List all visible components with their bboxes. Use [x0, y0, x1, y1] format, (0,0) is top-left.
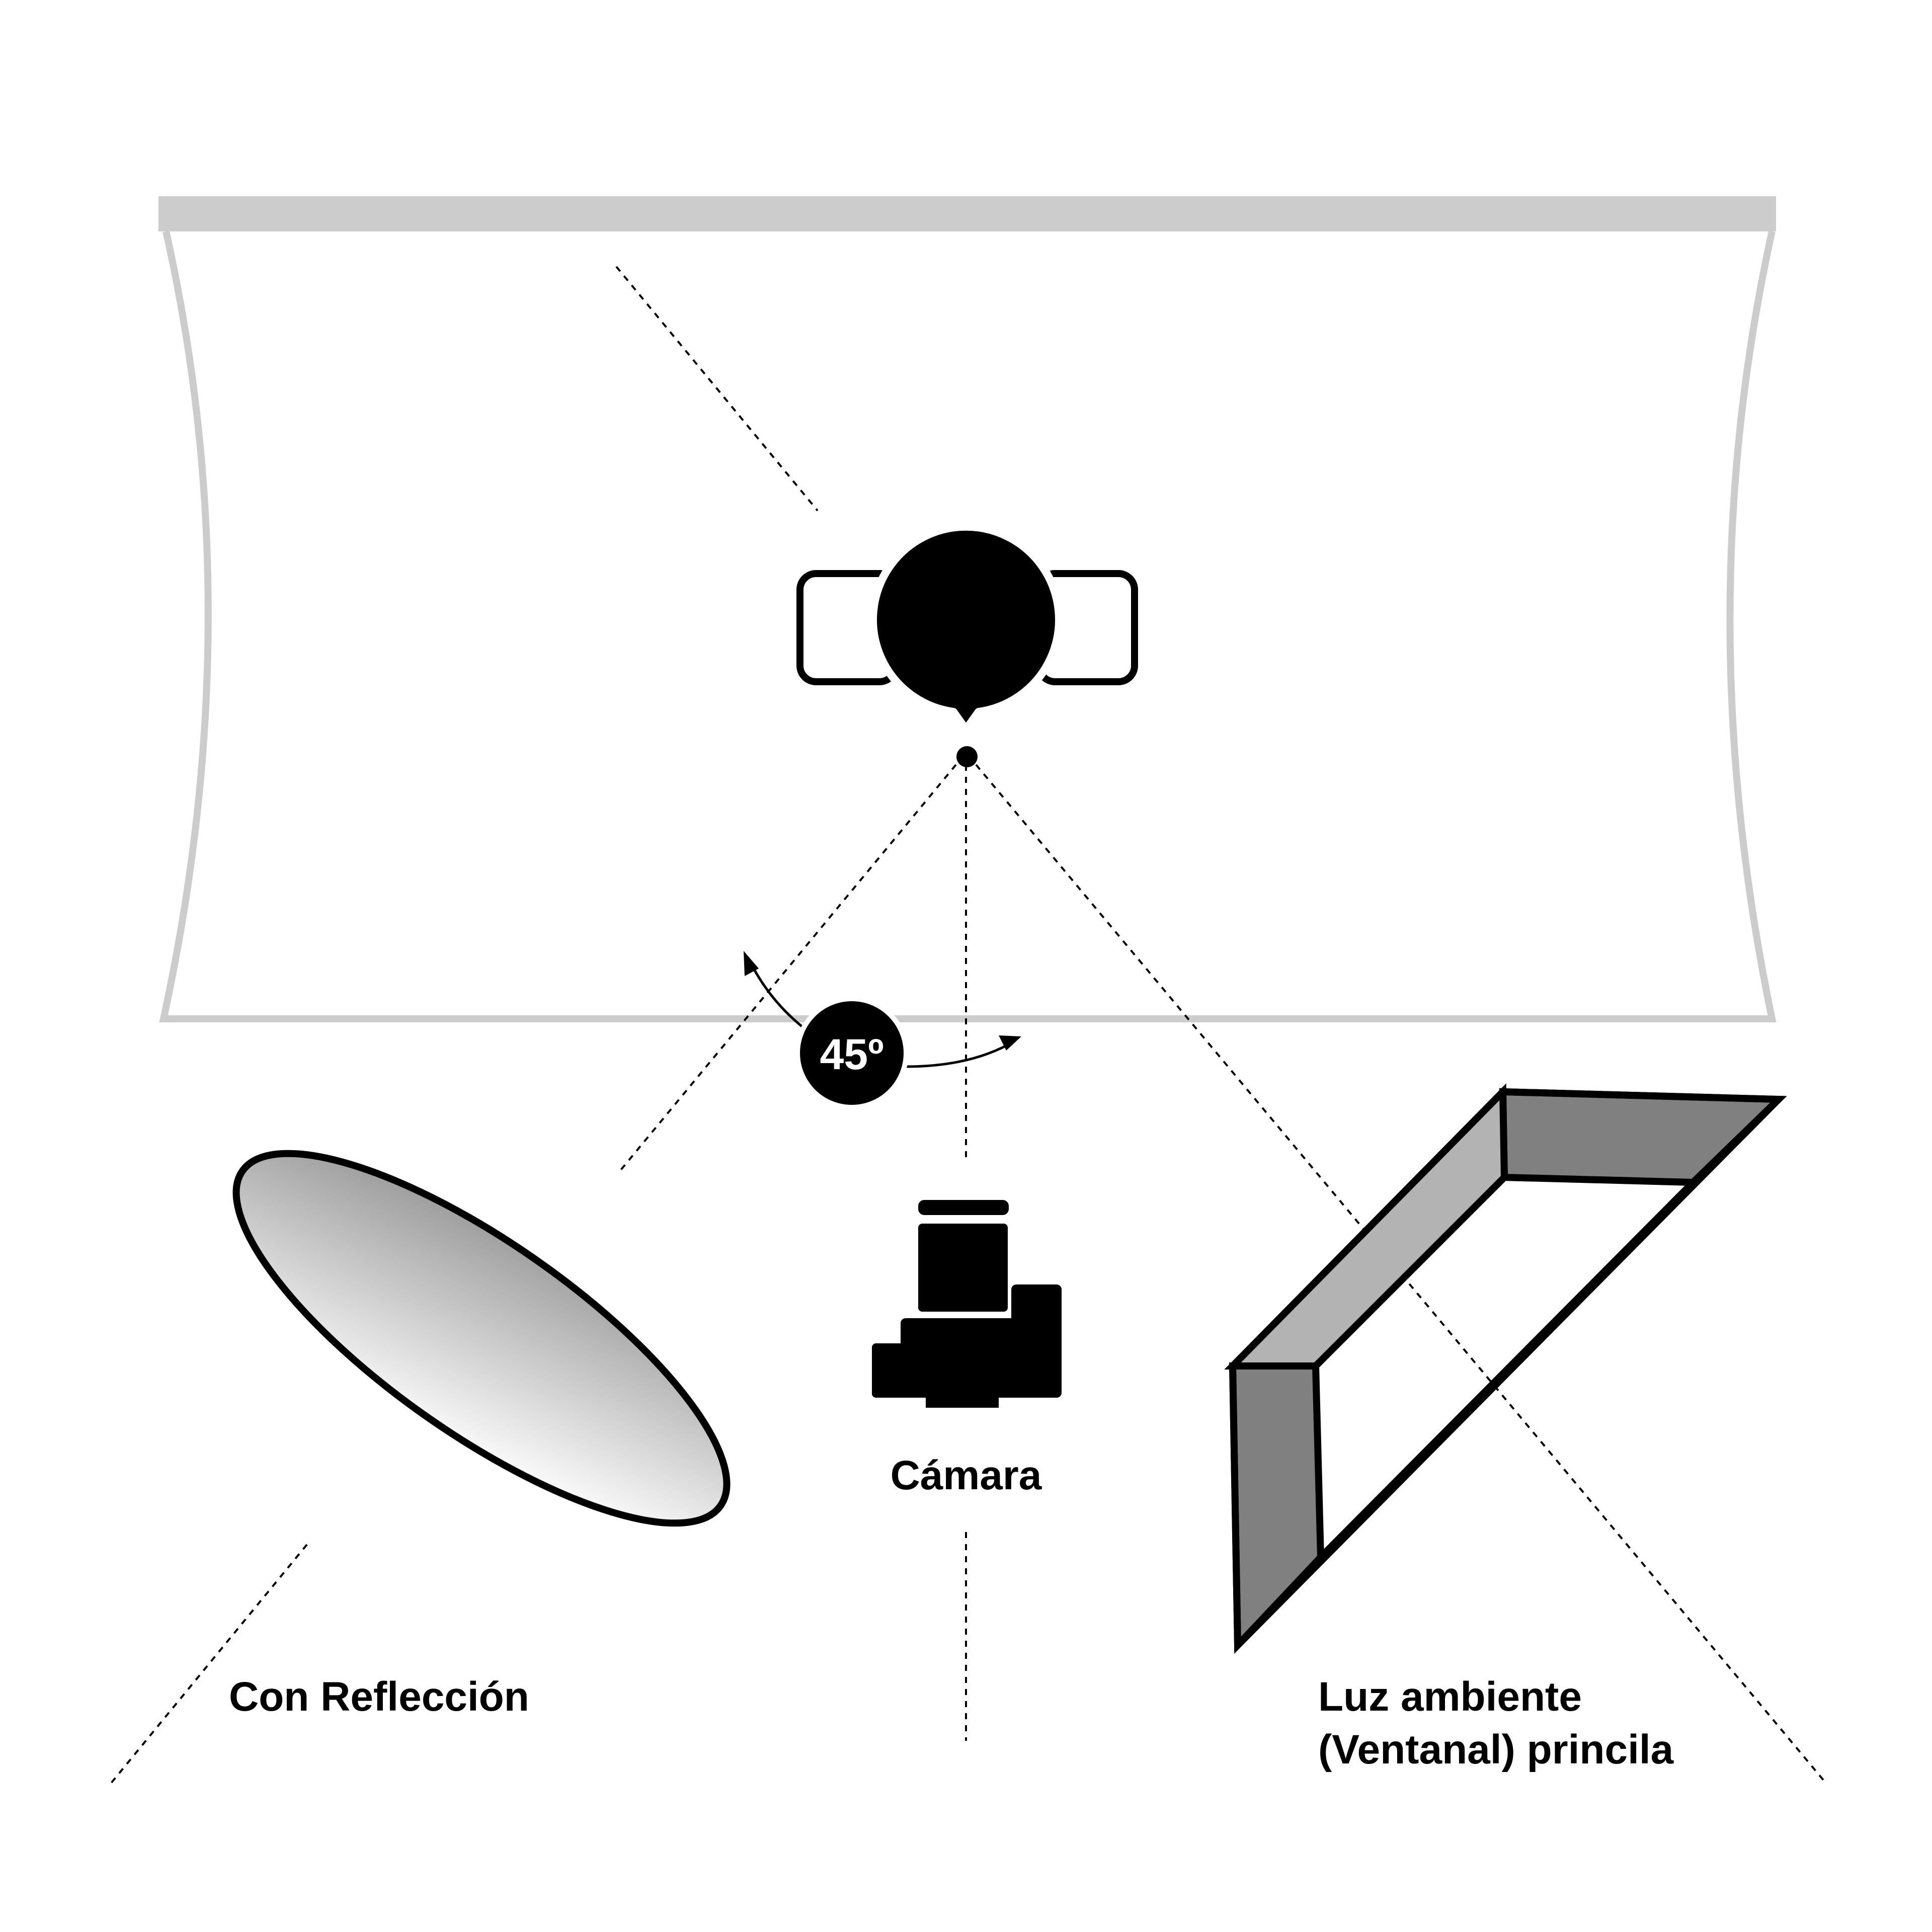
camera-base: [926, 1389, 999, 1408]
window-label-line2: (Ventanal) princila: [1318, 1727, 1674, 1773]
angle-label: 45º: [820, 1030, 883, 1079]
camera-body: [901, 1318, 1062, 1398]
guide-line-bottom-left: [110, 1544, 308, 1785]
reflector-disc: Con Reflección: [229, 1150, 731, 1720]
window-outer-frame: [1229, 1088, 1787, 1654]
angle-arrowhead-right: [999, 1035, 1021, 1051]
reflector-ellipse: [232, 1150, 731, 1527]
backdrop-paper: [159, 230, 1777, 1022]
window-label-line1: Luz ambiente: [1318, 1674, 1582, 1720]
guide-line-left: [618, 764, 957, 1173]
reflector-label: Con Reflección: [229, 1674, 529, 1720]
angle-arrow-right: [905, 1040, 1015, 1068]
guide-line-right: [975, 764, 1827, 1785]
subject-seat: [796, 522, 1138, 767]
camera-side: [872, 1343, 912, 1398]
angle-arrowhead-left: [744, 951, 759, 976]
camera-lens-block: [918, 1224, 1008, 1312]
subject-focus-dot: [956, 746, 978, 767]
subject-head: [869, 522, 1063, 734]
angle-badge: [795, 996, 909, 1110]
angle-marker: 45º: [744, 951, 1021, 1110]
backdrop-bar: [158, 196, 1776, 231]
window-light-box: Luz ambiente (Ventanal) princila: [1224, 1083, 1787, 1773]
camera-top-plate: [918, 1200, 1009, 1215]
guide-line-top-left: [615, 266, 819, 512]
guide-lines: [110, 266, 1827, 1785]
backdrop: [158, 196, 1777, 1022]
camera-label: Cámara: [891, 1453, 1042, 1498]
camera-icon: Cámara: [872, 1200, 1062, 1498]
window-inner-edge: [1318, 1180, 1696, 1560]
